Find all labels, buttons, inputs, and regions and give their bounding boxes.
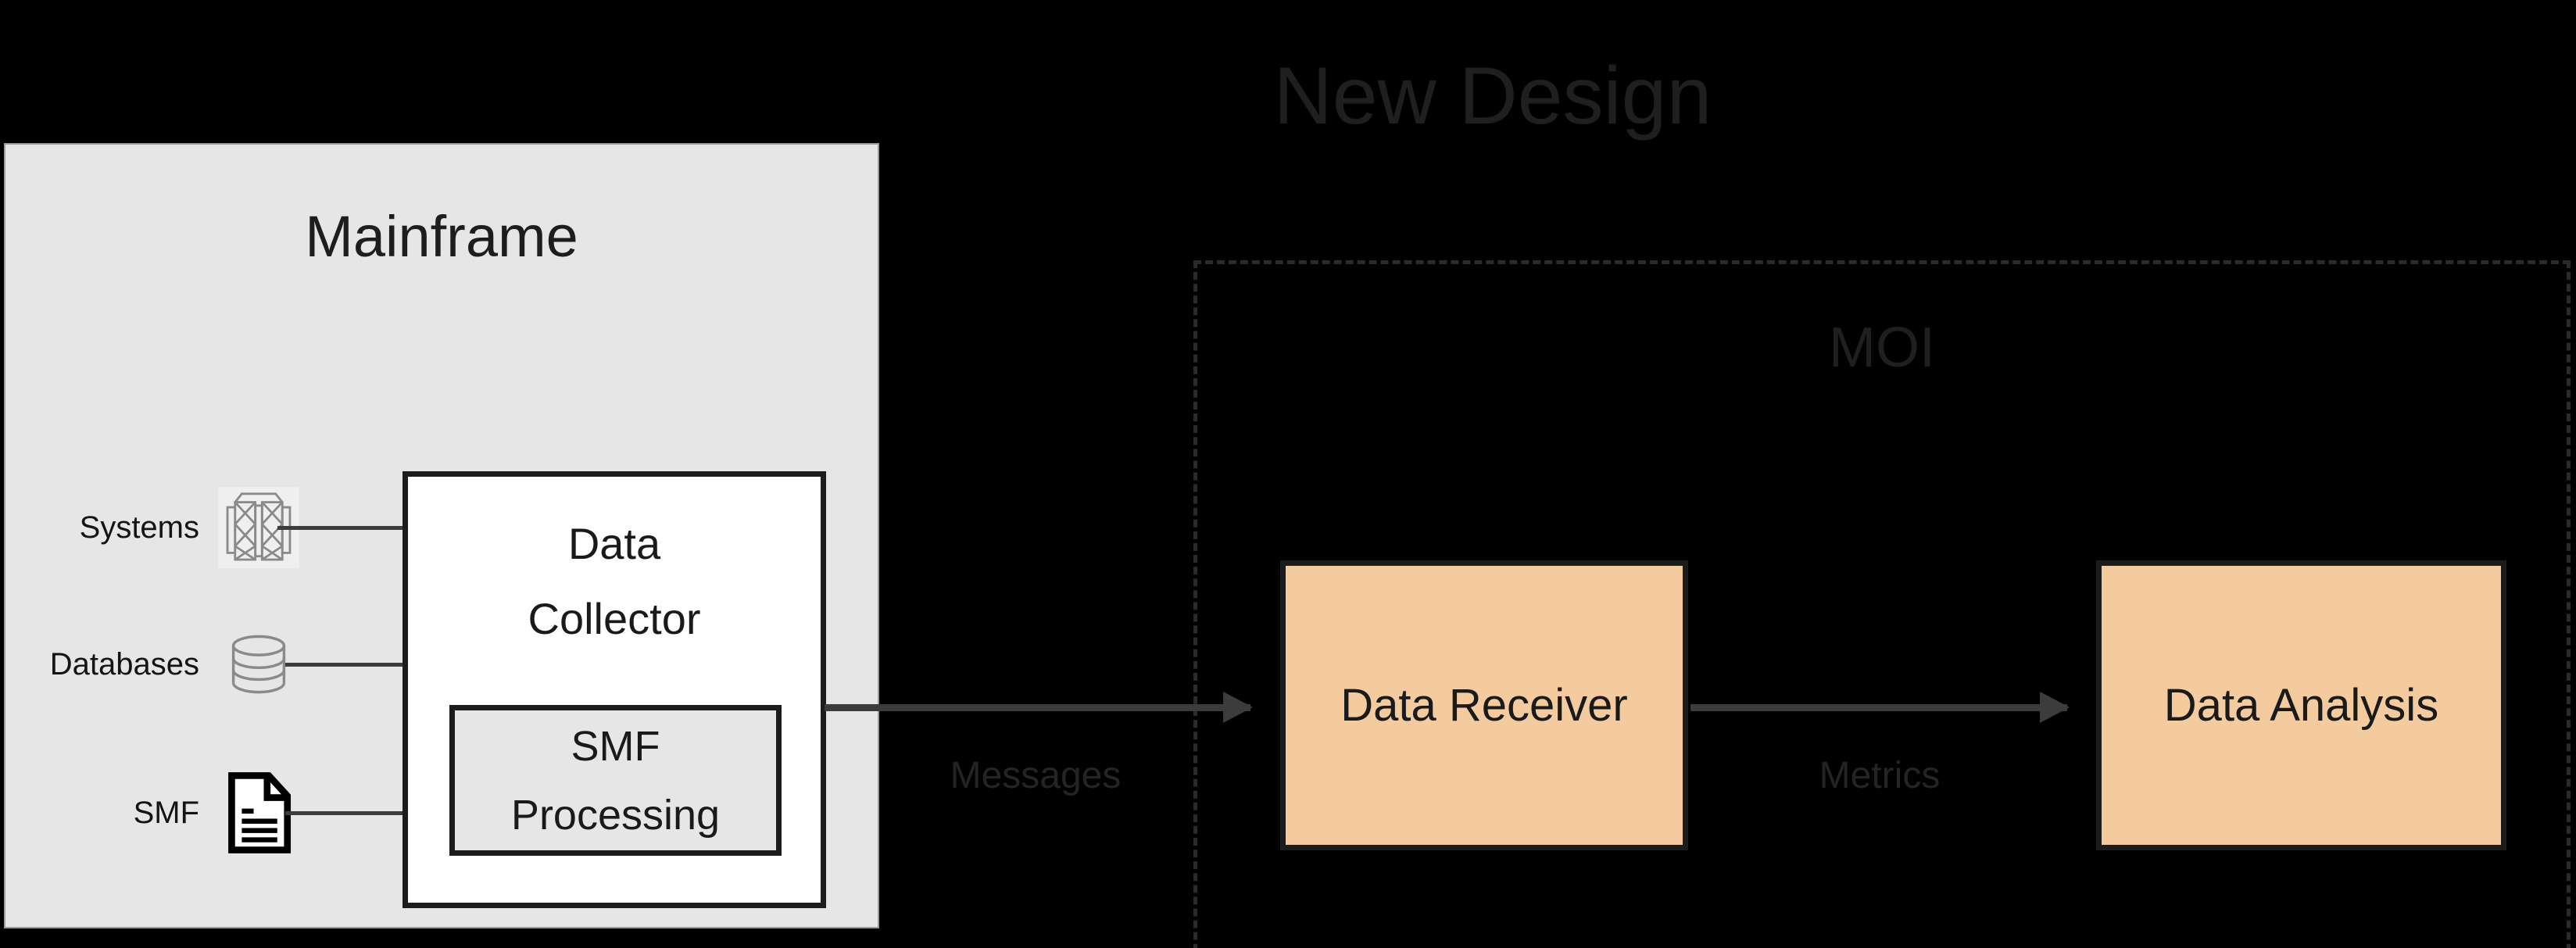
connector-line-systems: [277, 526, 449, 530]
connector-line-databases: [285, 663, 422, 667]
metrics-flow-label: Metrics: [1819, 755, 1941, 796]
messages-flow-label: Messages: [950, 755, 1122, 796]
source-label-databases: Databases: [49, 646, 199, 681]
data-analysis-box[interactable]: Data Analysis: [2096, 560, 2506, 850]
data-collector-title: Data Collector: [408, 506, 821, 656]
page-title: New Design: [1273, 51, 1712, 141]
smf-processing-box[interactable]: SMF Processing: [449, 705, 782, 856]
document-file-icon: [216, 771, 301, 855]
source-row-smf: SMF: [117, 770, 422, 856]
source-row-systems: Systems: [43, 485, 449, 571]
data-collector-box[interactable]: Data Collector SMF Processing: [402, 471, 826, 908]
moi-title: MOI: [1829, 317, 1935, 379]
data-collector-title-line1: Data: [567, 519, 661, 568]
data-receiver-box[interactable]: Data Receiver: [1280, 560, 1688, 850]
source-row-databases: Databases: [16, 621, 422, 707]
connector-line-smf: [285, 811, 422, 815]
moi-container: [1193, 260, 2571, 948]
data-collector-title-line2: Collector: [528, 594, 701, 643]
database-cylinder-icon: [216, 622, 301, 707]
smf-processing-title-line2: Processing: [510, 791, 721, 839]
source-label-smf: SMF: [133, 795, 199, 830]
mainframe-title: Mainframe: [305, 204, 578, 269]
messages-flow-arrow: [825, 692, 1253, 723]
metrics-flow-arrow: [1690, 692, 2070, 723]
source-label-systems: Systems: [79, 510, 199, 545]
smf-processing-title-line1: SMF: [571, 722, 660, 770]
